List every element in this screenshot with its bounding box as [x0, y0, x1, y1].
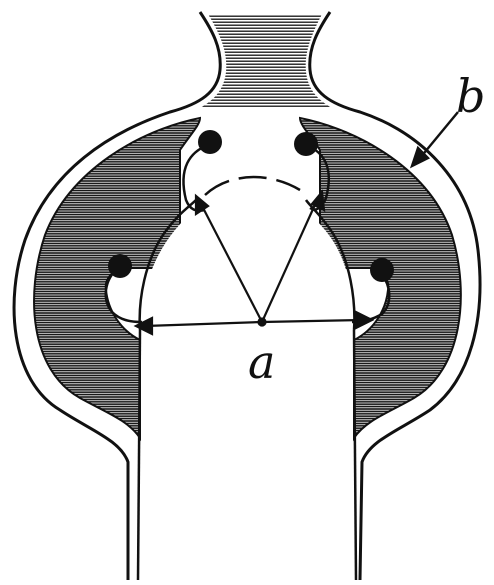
- lower-right-node: [370, 258, 394, 282]
- label-a: a: [248, 335, 275, 389]
- upper-left-node: [198, 130, 222, 154]
- label-b: b: [456, 69, 485, 123]
- upper-right-node: [294, 132, 318, 156]
- lower-left-node: [108, 254, 132, 278]
